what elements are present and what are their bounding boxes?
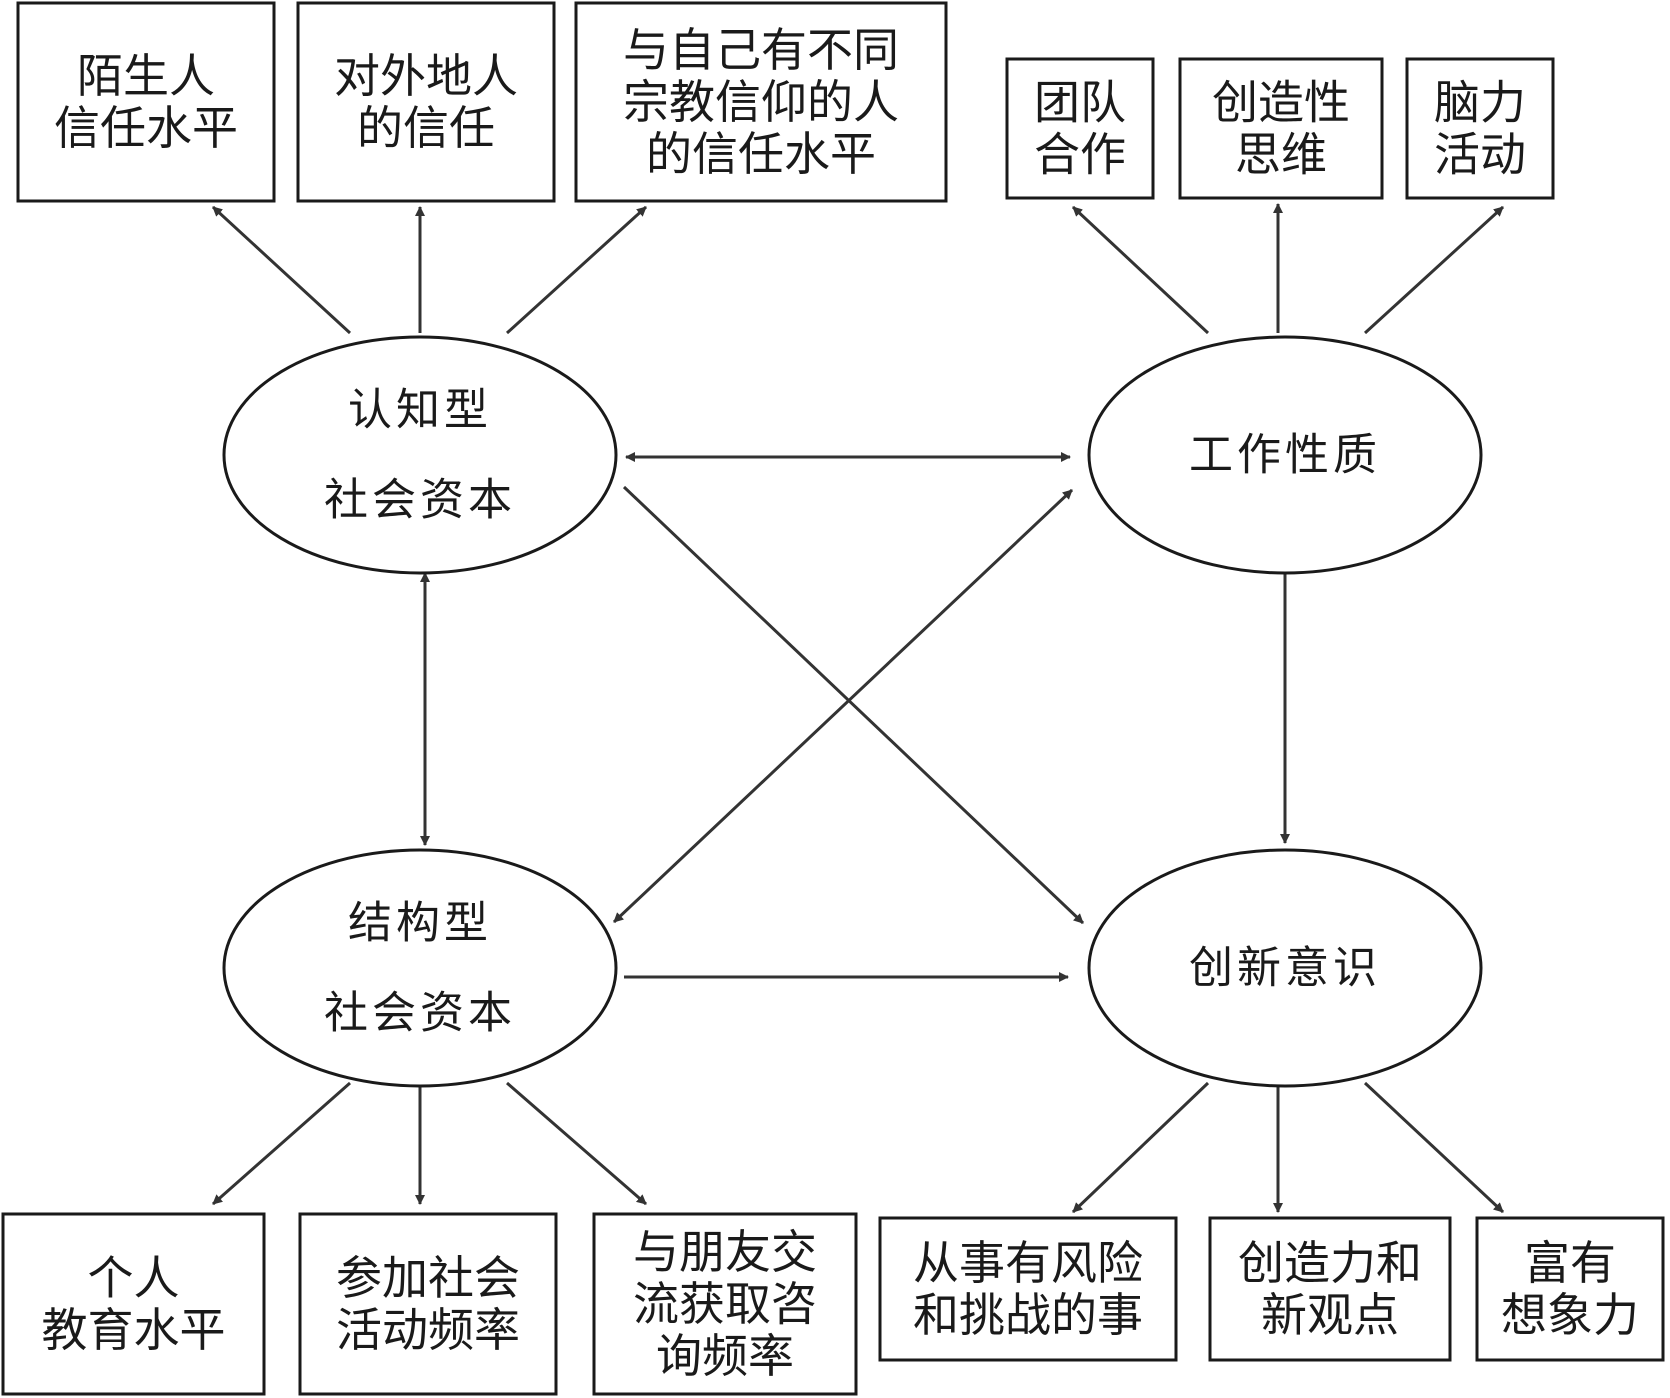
- edge-innovation-to-imagination: [1363, 1081, 1505, 1214]
- indicator-education-level-label-line: 教育水平: [42, 1303, 226, 1357]
- indicator-religion-trust-label-line: 与自己有不同: [623, 23, 899, 77]
- indicator-mental-activity-frame: [1405, 57, 1555, 200]
- indicator-creative-thinking-label-line: 创造性: [1212, 76, 1350, 130]
- indicator-creativity-new-ideas-frame: [1208, 1216, 1452, 1362]
- indicator-education-level-frame: [1, 1212, 266, 1396]
- indicator-risk-challenge-label-line: 和挑战的事: [913, 1288, 1143, 1342]
- edge-innovation-to-risk-challenge: [1071, 1081, 1210, 1214]
- indicator-creativity-new-ideas-label-line: 创造力和: [1238, 1236, 1422, 1290]
- latent-innovation-awareness-label-line: 创新意识: [1189, 943, 1381, 994]
- indicator-friend-consult-frequency-label-line: 流获取咨: [633, 1277, 817, 1331]
- indicator-creative-thinking-label-line: 思维: [1235, 128, 1327, 182]
- indicator-risk-challenge-label-line: 从事有风险: [913, 1236, 1143, 1290]
- latent-structural-social-capital-label-line: 社会资本: [324, 988, 516, 1039]
- indicator-stranger-trust-frame: [16, 1, 276, 203]
- edge-work-structural-correlation: [612, 488, 1074, 924]
- latent-structural-social-capital-ellipse: [222, 848, 618, 1088]
- edge-cognitive-to-religion-trust: [505, 205, 648, 335]
- indicator-friend-consult-frequency-label-line: 询频率: [656, 1329, 794, 1383]
- indicator-social-activity-frequency-label-line: 参加社会: [336, 1251, 520, 1305]
- indicator-outsider-trust-label-line: 的信任: [357, 101, 495, 155]
- edge-work-to-teamwork: [1071, 205, 1210, 335]
- edge-layer: [211, 203, 1505, 1214]
- indicator-imagination-label-line: 富有: [1524, 1236, 1616, 1290]
- indicator-creative-thinking-frame: [1178, 57, 1384, 200]
- indicator-imagination-frame: [1475, 1216, 1665, 1362]
- latent-innovation-awareness: 创新意识: [1087, 848, 1483, 1088]
- indicator-friend-consult-frequency-frame: [592, 1212, 858, 1396]
- indicator-teamwork-frame: [1005, 57, 1155, 200]
- latent-cognitive-social-capital-label-line: 认知型: [348, 385, 492, 436]
- edge-structural-to-education: [212, 1081, 351, 1206]
- latent-cognitive-social-capital-ellipse: [222, 335, 618, 575]
- indicator-creativity-new-ideas-label-line: 新观点: [1261, 1288, 1399, 1342]
- edge-work-to-mental-activity: [1363, 205, 1505, 335]
- indicator-social-activity-frequency-frame: [298, 1212, 558, 1396]
- indicator-teamwork-label-line: 团队: [1034, 76, 1126, 130]
- indicator-stranger-trust-label-line: 信任水平: [54, 101, 238, 155]
- edge-cognitive-to-innovation: [622, 485, 1085, 925]
- indicator-religion-trust-frame: [574, 1, 948, 203]
- indicator-education-level-label-line: 个人: [88, 1251, 180, 1305]
- edge-cognitive-to-stranger-trust: [211, 205, 352, 335]
- latent-innovation-awareness-ellipse: [1087, 848, 1483, 1088]
- indicator-religion-trust-label-line: 宗教信仰的人: [623, 75, 899, 129]
- latent-cognitive-social-capital-label-line: 社会资本: [324, 475, 516, 526]
- indicator-social-activity-frequency-label-line: 活动频率: [336, 1303, 520, 1357]
- indicator-outsider-trust-label-line: 对外地人: [334, 49, 518, 103]
- indicator-friend-consult-frequency-label-line: 与朋友交: [633, 1225, 817, 1279]
- indicator-religion-trust-label-line: 的信任水平: [646, 127, 876, 181]
- indicator-risk-challenge-frame: [878, 1216, 1178, 1362]
- indicator-mental-activity-label-line: 活动: [1434, 128, 1526, 182]
- edge-structural-to-friend-consult: [506, 1081, 647, 1206]
- indicator-teamwork-label-line: 合作: [1034, 128, 1126, 182]
- indicator-mental-activity-label-line: 脑力: [1434, 76, 1526, 130]
- latent-structural-social-capital-label-line: 结构型: [348, 898, 492, 949]
- indicator-stranger-trust-label-line: 陌生人: [77, 49, 215, 103]
- latent-work-nature-ellipse: [1087, 335, 1483, 575]
- latent-work-nature: 工作性质: [1087, 335, 1483, 575]
- indicator-outsider-trust-frame: [296, 1, 556, 203]
- indicator-imagination-label-line: 想象力: [1501, 1288, 1639, 1342]
- latent-work-nature-label-line: 工作性质: [1189, 430, 1381, 481]
